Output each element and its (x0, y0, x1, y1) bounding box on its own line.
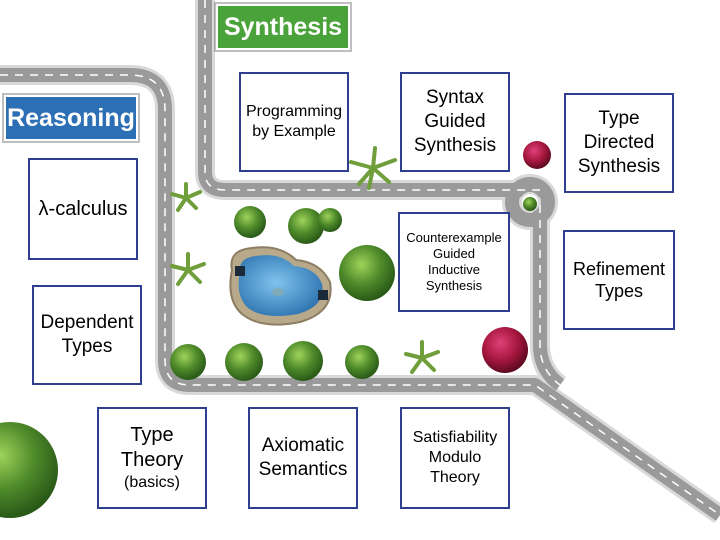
box-line: Semantics (258, 459, 348, 480)
syntax-guided-synthesis-box: Syntax Guided Synthesis (400, 72, 510, 172)
box-line: Counterexample (406, 229, 502, 245)
shrub-icon (523, 197, 537, 211)
large-tree-icon (0, 422, 58, 518)
cegis-box: Counterexample Guided Inductive Synthesi… (398, 212, 510, 312)
palms (170, 146, 440, 374)
synthesis-sign: Synthesis (216, 4, 350, 50)
box-line: Syntax (425, 87, 485, 109)
refinement-types-box: Refinement Types (563, 230, 675, 330)
palm-tree-icon (404, 340, 440, 374)
reasoning-sign: Reasoning (4, 95, 138, 141)
box-line: Dependent (40, 312, 134, 334)
smt-box: Satisfiability Modulo Theory (400, 407, 510, 509)
palm-tree-icon (170, 252, 206, 286)
red-flower-bush-icon (523, 141, 551, 169)
shrub-icon (170, 344, 206, 380)
lambda-calculus-box: λ-calculus (28, 158, 138, 260)
box-line: (basics) (123, 474, 180, 491)
box-line: Synthesis (425, 278, 483, 294)
palm-tree-icon (349, 146, 397, 190)
shrub-icon (345, 345, 379, 379)
box-line: Types (594, 281, 644, 301)
shrub-icon (339, 245, 395, 301)
box-line: by Example (252, 123, 336, 140)
shrub-icon (318, 208, 342, 232)
type-theory-box: Type Theory (basics) (97, 407, 207, 509)
shrub-icon (283, 341, 323, 381)
box-line: Theory (120, 449, 184, 471)
axiomatic-semantics-box: Axiomatic Semantics (248, 407, 358, 509)
palm-tree-icon (170, 182, 202, 212)
programming-by-example-box: Programming by Example (239, 72, 349, 172)
box-line: Synthesis (413, 134, 497, 156)
box-line: λ-calculus (38, 197, 128, 220)
box-line: Programming (245, 103, 343, 120)
dependent-types-box: Dependent Types (32, 285, 142, 385)
box-line: Types (61, 336, 113, 357)
shrub-icon (234, 206, 266, 238)
box-line: Guided (433, 245, 475, 261)
box-line: Type (598, 108, 640, 130)
bushes (0, 141, 551, 518)
box-line: Theory (430, 469, 480, 486)
box-line: Type (130, 424, 174, 446)
box-line: Modulo (428, 449, 482, 466)
box-line: Axiomatic (261, 435, 345, 457)
box-line: Directed (583, 132, 655, 154)
shrub-icon (225, 343, 263, 381)
box-line: Inductive (427, 262, 481, 277)
box-line: Refinement (572, 258, 666, 279)
shrub-icon (288, 208, 324, 244)
box-line: Synthesis (577, 155, 661, 177)
type-directed-synthesis-box: Type Directed Synthesis (564, 93, 674, 193)
red-flower-bush-icon (482, 327, 528, 373)
pond (229, 246, 332, 326)
box-line: Satisfiability (412, 429, 498, 446)
box-line: Guided (424, 111, 486, 133)
